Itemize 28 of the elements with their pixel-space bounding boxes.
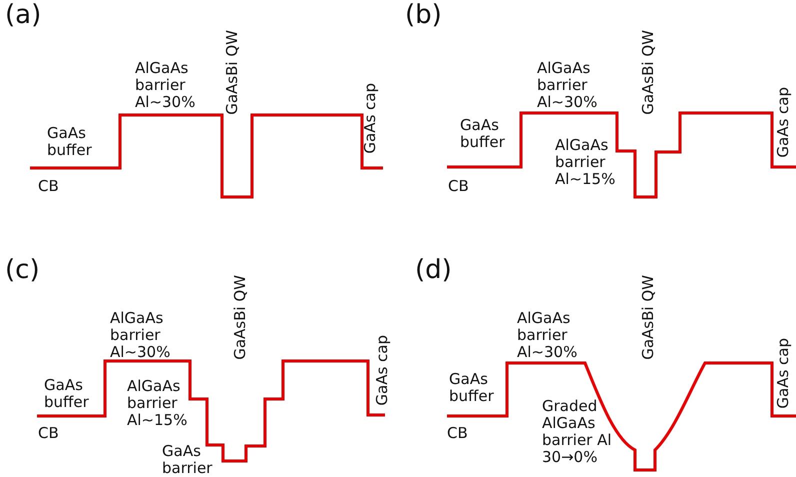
panel-letter: (a) xyxy=(5,0,42,30)
layer-label: GaAs buffer xyxy=(47,125,93,159)
layer-label: GaAsBi QW xyxy=(232,275,249,360)
layer-label: AlGaAs barrier Al~30% xyxy=(517,310,578,361)
layer-label: AlGaAs barrier Al~15% xyxy=(127,378,188,429)
layer-label: GaAs buffer xyxy=(449,371,495,405)
layer-label: GaAsBi QW xyxy=(640,30,657,115)
panel-letter: (c) xyxy=(5,255,40,285)
layer-label: CB xyxy=(448,178,470,195)
layer-label: Graded AlGaAs barrier Al 30→0% xyxy=(542,398,613,466)
panel-letter: (b) xyxy=(405,0,442,30)
layer-label: CB xyxy=(38,178,60,195)
layer-label: AlGaAs barrier Al~15% xyxy=(555,137,616,188)
layer-label: AlGaAs barrier Al~30% xyxy=(537,60,598,111)
layer-label: GaAs cap xyxy=(775,338,792,409)
layer-label: GaAsBi QW xyxy=(640,275,657,360)
layer-label: CB xyxy=(447,425,469,442)
layer-label: GaAs buffer xyxy=(44,377,90,411)
layer-label: GaAs cap xyxy=(775,87,792,158)
layer-label: GaAs barrier xyxy=(162,443,214,477)
layer-label: GaAs cap xyxy=(374,335,391,406)
layer-label: AlGaAs barrier Al~30% xyxy=(135,60,196,111)
layer-label: GaAs buffer xyxy=(460,117,506,151)
layer-label: AlGaAs barrier Al~30% xyxy=(110,310,172,361)
panel-letter: (d) xyxy=(415,255,452,285)
layer-label: CB xyxy=(38,425,60,442)
layer-label: GaAs cap xyxy=(362,83,379,154)
layer-label: GaAsBi QW xyxy=(224,30,241,115)
